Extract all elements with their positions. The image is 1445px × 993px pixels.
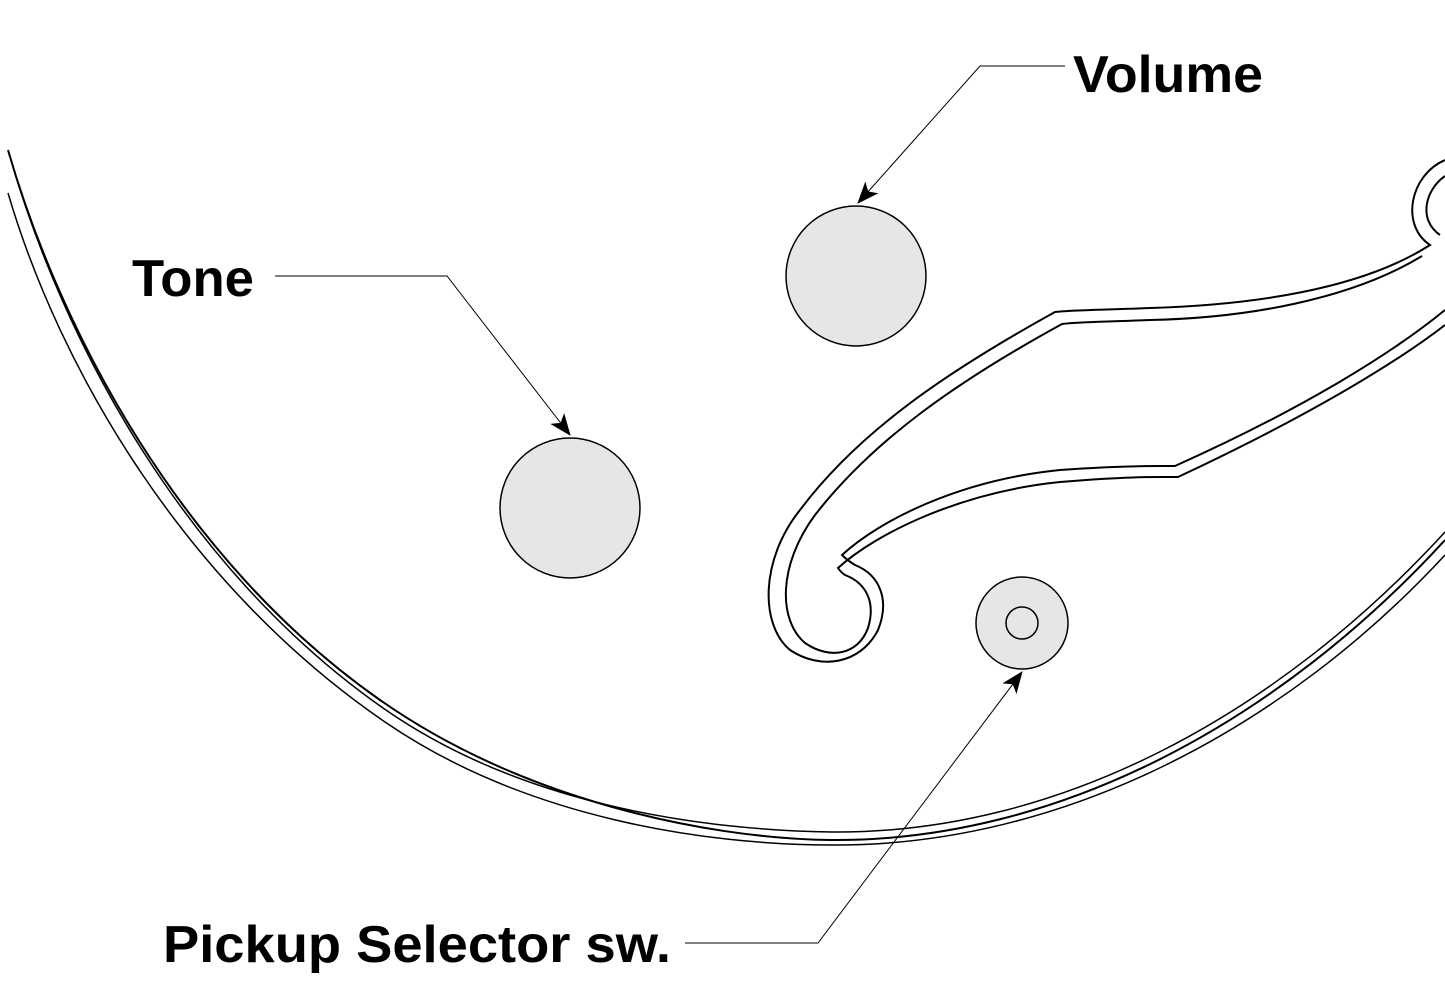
tone-knob[interactable] bbox=[499, 437, 641, 579]
pickup-selector-label: Pickup Selector sw. bbox=[163, 916, 671, 974]
body-edge-line-3 bbox=[7, 192, 1445, 846]
switch-tip[interactable] bbox=[1005, 606, 1039, 640]
volume-knob[interactable] bbox=[785, 205, 927, 347]
volume-leader-line bbox=[857, 65, 1065, 204]
tone-leader-line bbox=[275, 275, 571, 436]
body-edge-line-2 bbox=[10, 159, 1445, 833]
f-hole-inner bbox=[784, 175, 1445, 654]
tone-label: Tone bbox=[132, 250, 254, 308]
f-hole-outer bbox=[767, 159, 1445, 663]
guitar-body-edge bbox=[7, 149, 1445, 846]
f-hole-outline bbox=[767, 159, 1445, 663]
volume-label: Volume bbox=[1073, 46, 1263, 104]
pickup-selector-switch[interactable] bbox=[975, 576, 1069, 670]
leader-lines bbox=[275, 65, 1065, 944]
pickup-selector-leader-line bbox=[685, 671, 1023, 944]
